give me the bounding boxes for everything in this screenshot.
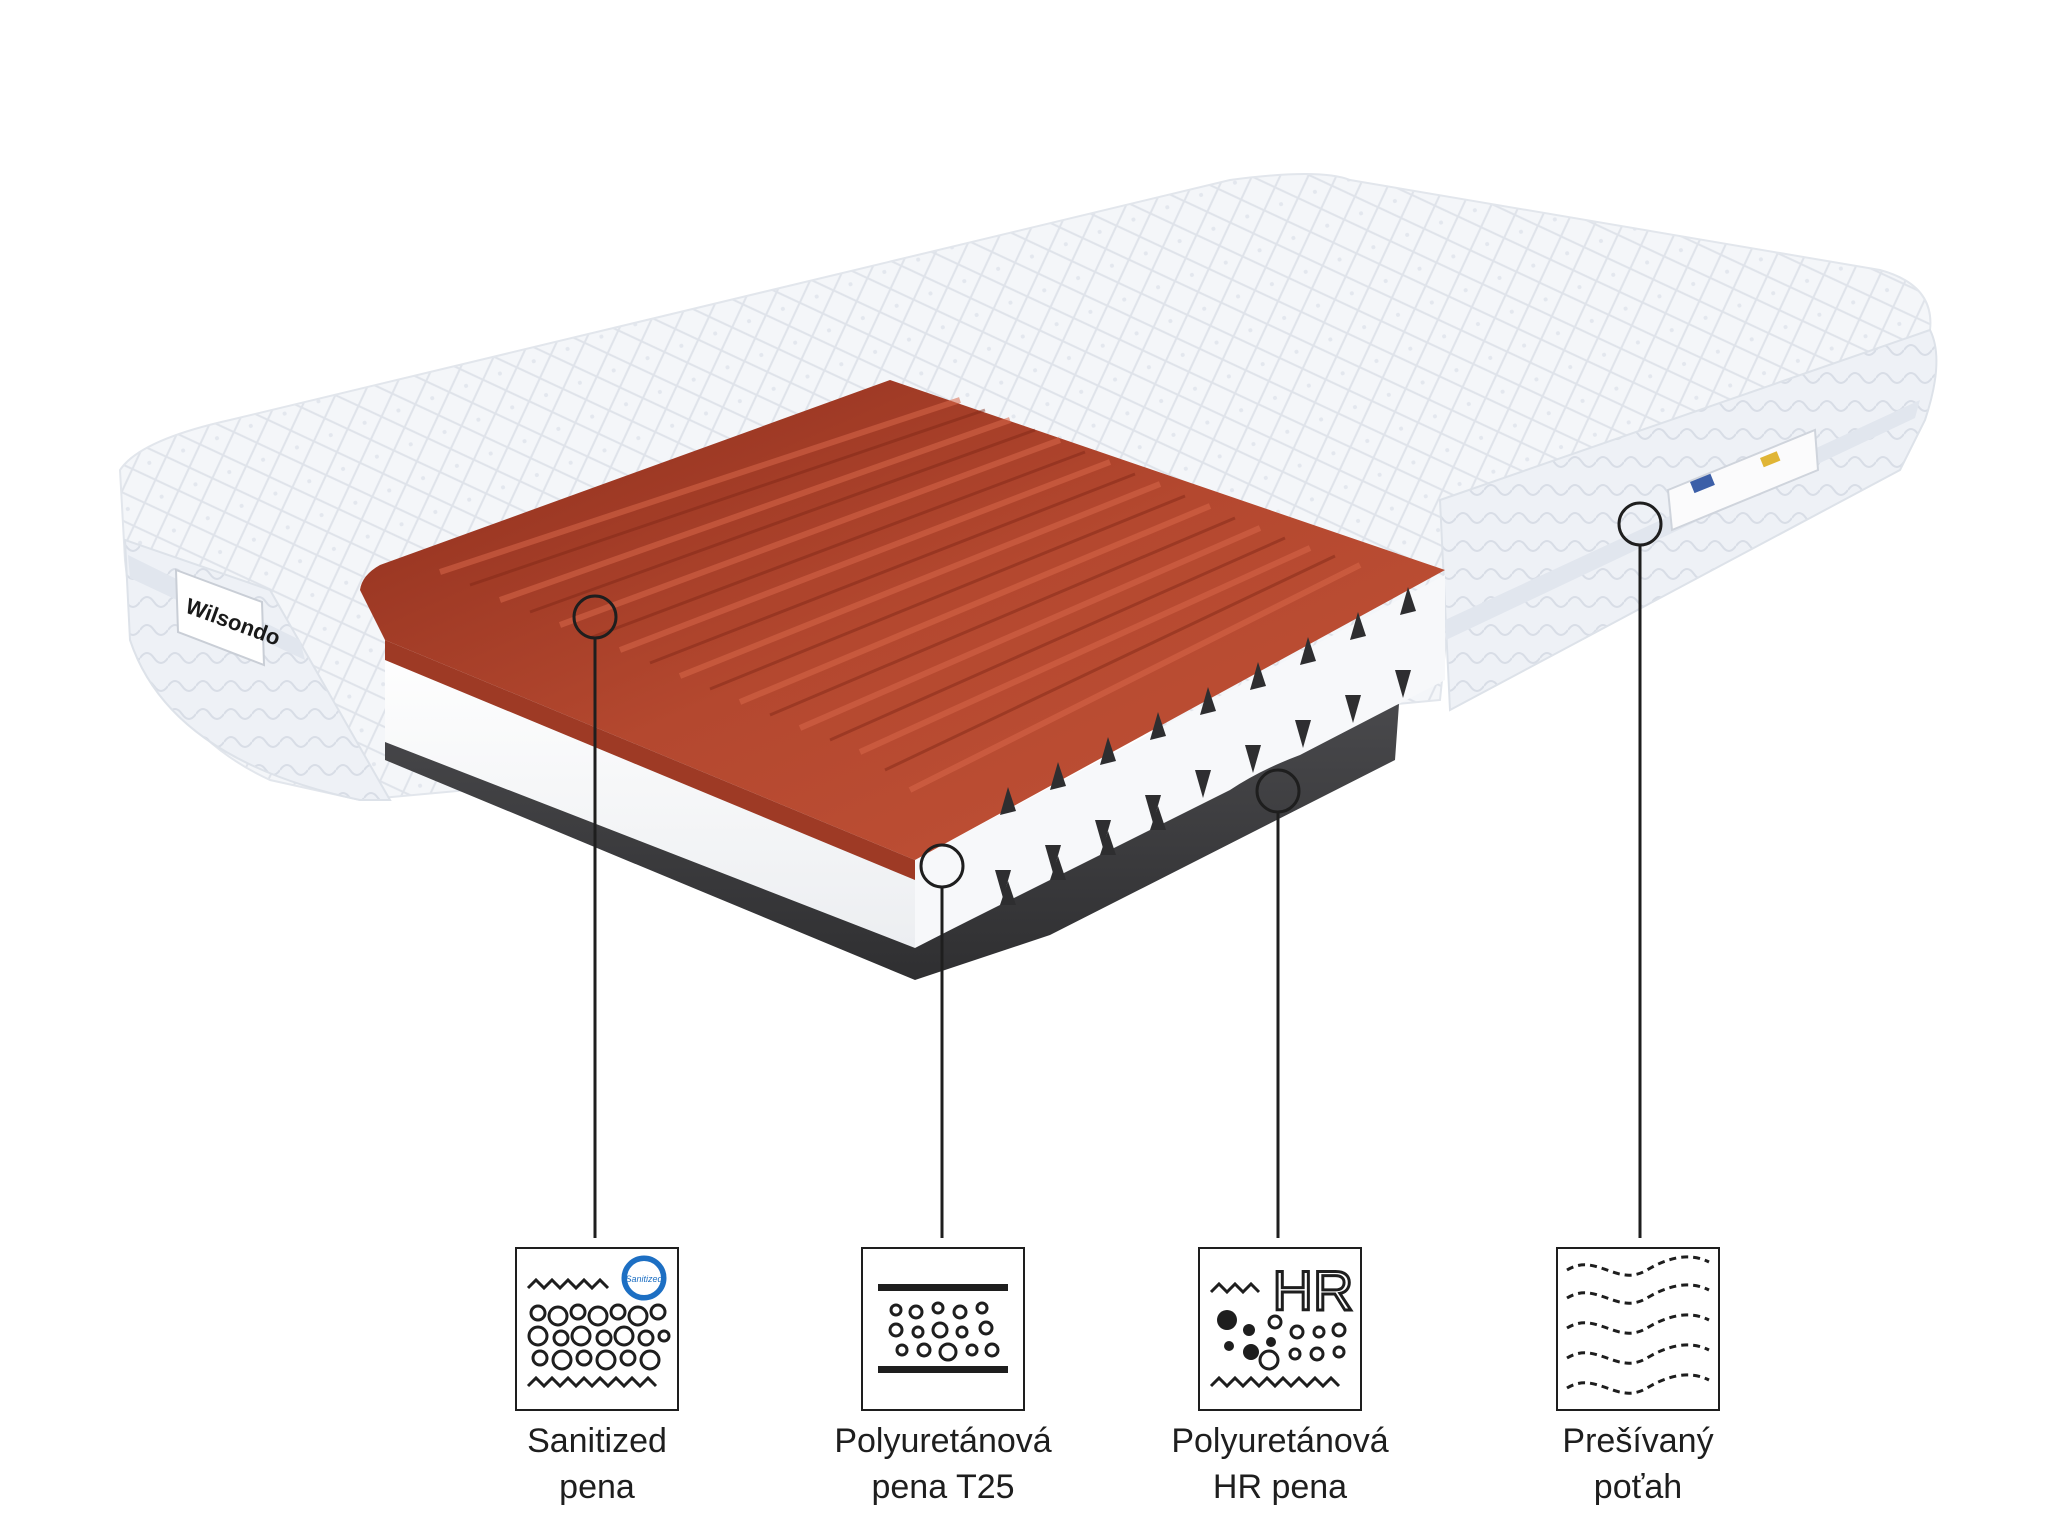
hr-badge: HR <box>1273 1259 1354 1322</box>
label-presivany-potah: Prešívaný poťah <box>1562 1422 1714 1506</box>
sanitized-foam-icon: Sanitized <box>515 1247 679 1411</box>
label-polyuretanova-pena-t25: Polyuretánová pena T25 <box>834 1422 1052 1506</box>
callout-lines <box>572 501 1663 1238</box>
label-sanitized-pena: Sanitized pena <box>527 1422 667 1506</box>
foam-core <box>360 380 1445 980</box>
sanitized-badge: Sanitized <box>618 1252 670 1304</box>
svg-text:Sanitized: Sanitized <box>625 1274 663 1284</box>
hr-foam-icon: HR <box>1198 1247 1362 1411</box>
quilted-cover-icon <box>1556 1247 1720 1411</box>
label-polyuretanova-hr-pena: Polyuretánová HR pena <box>1171 1422 1389 1506</box>
polyurethane-t25-icon <box>861 1247 1025 1411</box>
care-label <box>1666 428 1820 532</box>
